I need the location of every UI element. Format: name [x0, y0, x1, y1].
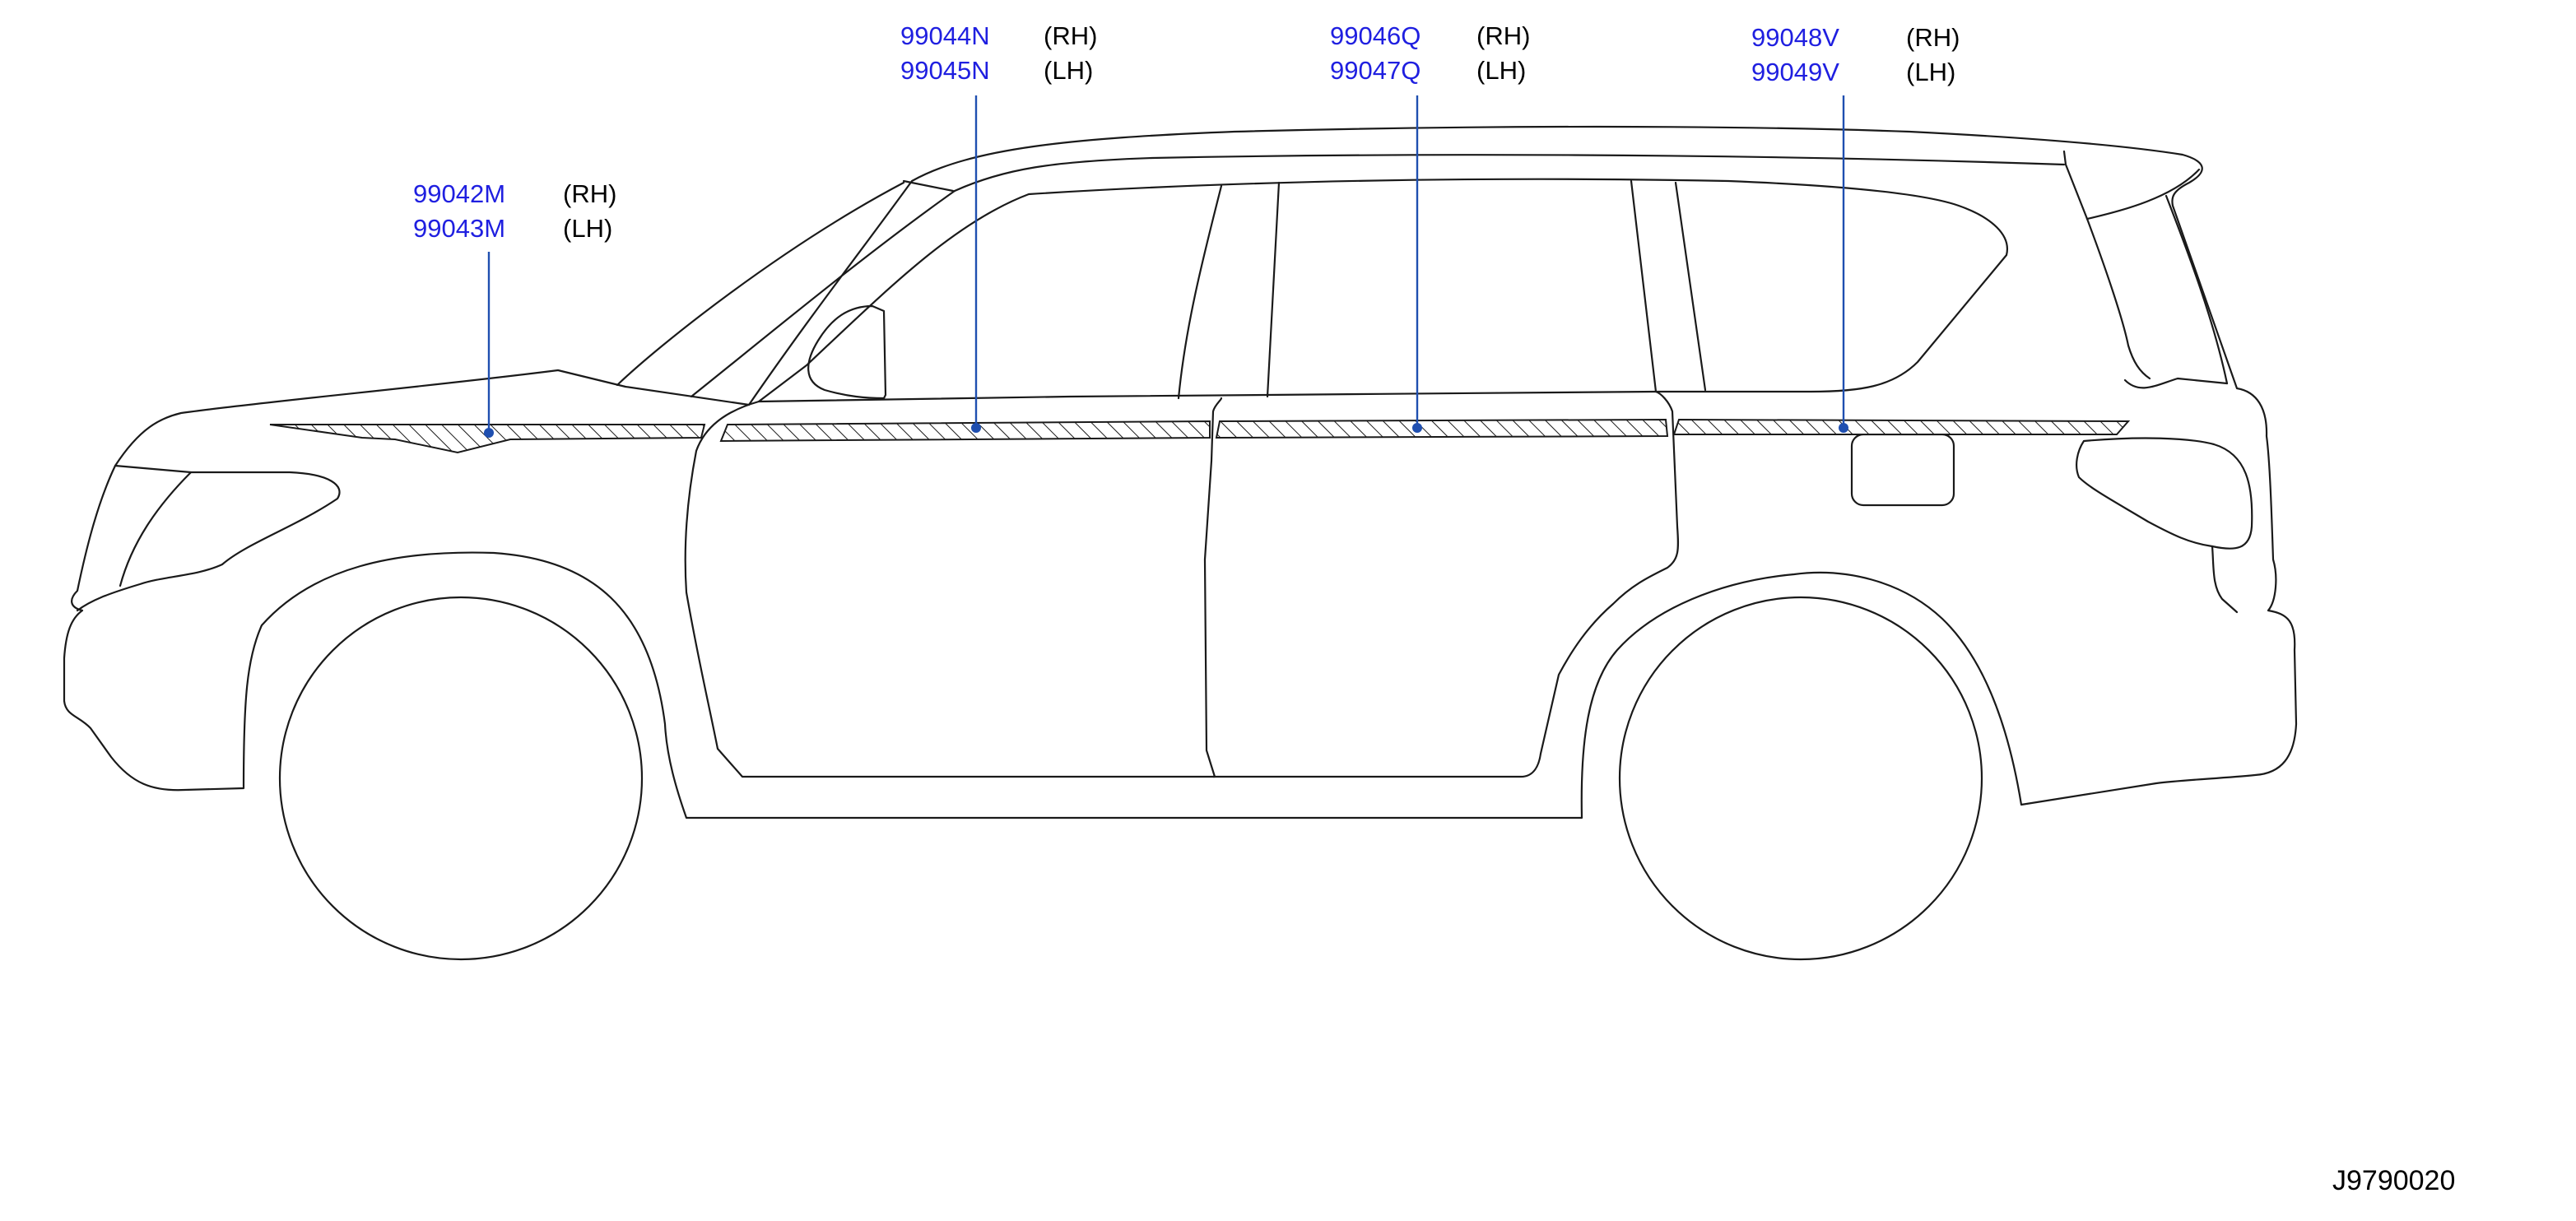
headlight [76, 464, 341, 612]
rear-wheel [1618, 596, 1983, 961]
side-label-lh: (LH) [1906, 58, 1955, 86]
callout-fender: 99042M (RH) 99043M (LH) [413, 179, 616, 243]
part-number-lh[interactable]: 99045N [900, 56, 990, 85]
side-label-rh: (RH) [1044, 21, 1097, 50]
front-door [684, 397, 1223, 778]
window-outline [757, 178, 2009, 403]
side-label-lh: (LH) [1044, 56, 1093, 85]
moulding-fender[interactable] [269, 424, 706, 454]
tail-light [2076, 437, 2253, 550]
part-number-rh[interactable]: 99046Q [1330, 21, 1421, 50]
part-number-rh[interactable]: 99048V [1751, 23, 1839, 52]
body-silhouette [63, 125, 2298, 819]
moulding-rear-fender[interactable] [1672, 418, 2131, 435]
part-number-rh[interactable]: 99044N [900, 21, 990, 50]
side-label-rh: (RH) [563, 179, 616, 208]
diagram-reference-code: J9790020 [2332, 1165, 2455, 1196]
side-label-lh: (LH) [563, 214, 612, 243]
callout-front-door: 99044N (RH) 99045N (LH) [900, 21, 1097, 85]
side-label-lh: (LH) [1476, 56, 1526, 85]
vehicle-outline [63, 125, 2298, 819]
side-mirror [807, 304, 887, 400]
side-label-rh: (RH) [1906, 23, 1960, 52]
side-label-rh: (RH) [1476, 21, 1530, 50]
part-number-lh[interactable]: 99047Q [1330, 56, 1421, 85]
moulding-front-door[interactable] [719, 420, 1211, 443]
part-number-lh[interactable]: 99049V [1751, 58, 1839, 86]
part-number-lh[interactable]: 99043M [413, 214, 505, 243]
callout-rear-fender: 99048V (RH) 99049V (LH) [1751, 23, 1960, 86]
front-wheel [278, 596, 644, 961]
rear-door [1211, 390, 1680, 778]
callout-rear-door: 99046Q (RH) 99047Q (LH) [1330, 21, 1530, 85]
part-number-rh[interactable]: 99042M [413, 179, 505, 208]
fuel-door [1850, 433, 1955, 507]
leader-lines [484, 95, 1848, 438]
moulding-rear-door[interactable] [1215, 418, 1669, 439]
